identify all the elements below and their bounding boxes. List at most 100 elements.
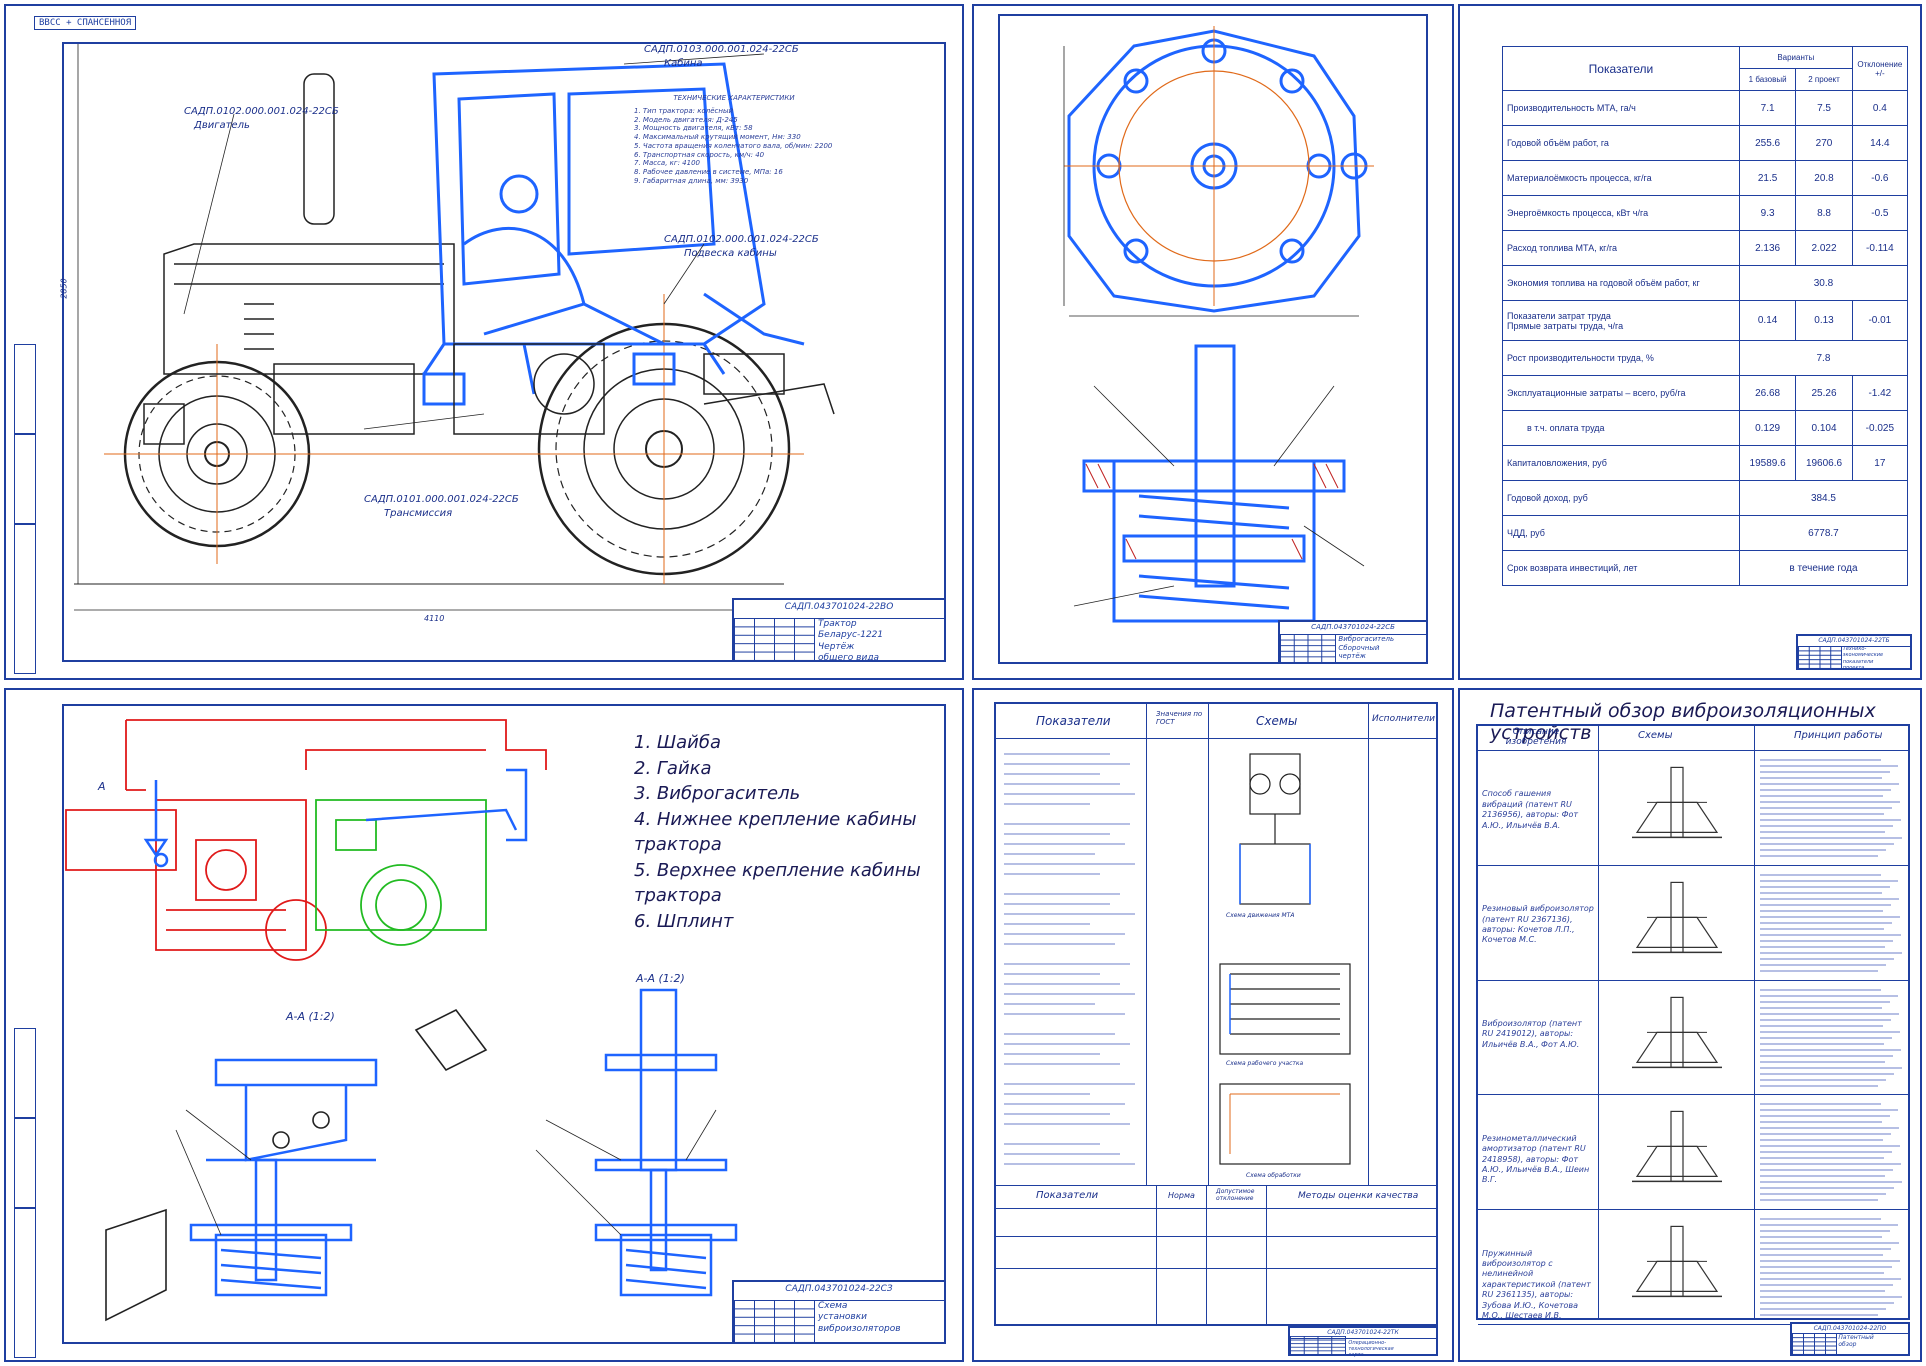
economics-value: -0.6	[1851, 160, 1909, 196]
scheme-caption-2: Схема рабочего участка	[1226, 1060, 1304, 1067]
drawing-frame	[62, 704, 946, 1344]
title-block-code: САДП.043701024-22ПО	[1792, 1324, 1908, 1334]
opmap-bottom-table: Показатели Норма Допустимое отклонение М…	[996, 1185, 1436, 1324]
economics-table: Показатели Варианты Отклонение +/- 1 баз…	[1502, 46, 1909, 586]
callout-suspension-name: Подвеска кабины	[684, 248, 777, 259]
title-block-grid	[734, 618, 815, 660]
economics-indicator: ЧДД, руб	[1502, 515, 1740, 551]
damper-section-view	[1082, 344, 1346, 623]
opmap-header: Показатели Значения по ГОСТ Схемы Исполн…	[996, 704, 1436, 739]
legend-item: 5. Верхнее крепление кабины трактора	[634, 859, 921, 907]
economics-indicator: Энергоёмкость процесса, кВт ч/га	[1502, 195, 1740, 231]
economics-value: 19606.6	[1795, 445, 1853, 481]
spec-line: 7. Масса, кг: 4100	[634, 159, 700, 168]
top-code: ВВСС + СПАНСЕННОЯ	[34, 16, 137, 30]
legend-item: 3. Виброгаситель	[634, 783, 801, 805]
cabin	[422, 62, 805, 406]
patent-scheme	[1632, 766, 1722, 839]
opmap-col-gost: Значения по ГОСТ	[1156, 710, 1203, 726]
sheet-tractor-general-view: ВВСС + СПАНСЕННОЯ	[4, 4, 964, 680]
title-block-code: САДП.043701024-22ТБ	[1798, 636, 1910, 647]
drawing-frame	[998, 14, 1428, 664]
title-block: САДП.043701024-22СЗ Схема установки вибр…	[732, 1280, 946, 1344]
legend-item: 2. Гайка	[634, 757, 712, 779]
patent-row: Резиновый виброизолятор (патент RU 23671…	[1478, 865, 1908, 981]
patent-review-title: Патентный обзор виброизоляционных устрой…	[1490, 700, 1876, 744]
callout-cab-name: Кабина	[664, 58, 703, 69]
patent-description: Резинометаллический амортизатор (патент …	[1482, 1133, 1590, 1185]
header-variants: Варианты	[1738, 46, 1853, 69]
spec-line: 1. Тип трактора: колёсный	[634, 106, 734, 115]
opmap-bottom-header: Показатели Норма Допустимое отклонение М…	[996, 1186, 1436, 1209]
economics-value: 0.129	[1738, 410, 1797, 446]
economics-indicator: Расход топлива МТА, кг/га	[1502, 230, 1740, 266]
section-label-left: А-А (1:2)	[286, 1010, 335, 1023]
patent-description: Виброизолятор (патент RU 2419012), автор…	[1482, 1018, 1582, 1049]
patent-principle-text	[1760, 989, 1902, 1087]
spec-line: 9. Габаритная длина, мм: 3930	[634, 176, 749, 185]
patent-scheme	[1632, 1225, 1722, 1298]
title-block-title: Трактор Беларус-1221 Чертёж общего вида	[818, 619, 884, 663]
economics-value: 9.3	[1738, 195, 1797, 231]
economics-value: 7.1	[1738, 90, 1797, 126]
economics-value: 26.68	[1738, 375, 1797, 411]
header-deviation: Отклонение +/-	[1851, 46, 1909, 91]
title-block: САДП.043701024-22ТБ Технико-экономически…	[1796, 634, 1912, 671]
patent-description: Резиновый виброизолятор (патент RU 23671…	[1482, 904, 1594, 945]
opmap-frame: Показатели Значения по ГОСТ Схемы Исполн…	[994, 702, 1438, 1326]
bottom-col-tolerance: Допустимое отклонение	[1216, 1188, 1255, 1202]
specs-title: ТЕХНИЧЕСКИЕ ХАРАКТЕРИСТИКИ	[673, 94, 795, 102]
tractor-drawing	[74, 44, 835, 611]
bottom-col-norm: Норма	[1168, 1191, 1195, 1200]
opmap-schemes	[1219, 753, 1351, 1165]
header-indicator: Показатели	[1502, 46, 1740, 91]
economics-value: -0.01	[1851, 300, 1909, 341]
economics-value: -0.5	[1851, 195, 1909, 231]
economics-value: 2.136	[1738, 230, 1797, 266]
patent-principle-text	[1760, 1218, 1902, 1316]
patent-scheme	[1632, 996, 1722, 1068]
economics-value: 17	[1851, 445, 1909, 481]
economics-indicator: Эксплуатационные затраты – всего, руб/га	[1502, 375, 1740, 411]
damper-top-view	[1067, 29, 1368, 313]
title-block: САДП.043701024-22ТК Операционно-технолог…	[1288, 1326, 1438, 1358]
sheet-economics-table: Показатели Варианты Отклонение +/- 1 баз…	[1458, 4, 1922, 680]
economics-row: Показатели затрат труда Прямые затраты т…	[1502, 300, 1909, 341]
title-block-title: Виброгаситель Сборочный чертёж	[1338, 634, 1395, 661]
economics-indicator: Материалоёмкость процесса, кг/га	[1502, 160, 1740, 196]
opmap-col-divider-3	[1368, 704, 1369, 1186]
opmap-bottom-row-2	[996, 1268, 1436, 1269]
title-block-grid	[1280, 634, 1337, 662]
economics-value: 21.5	[1738, 160, 1797, 196]
dim-length: 4110	[424, 614, 445, 623]
economics-indicator: Капиталовложения, руб	[1502, 445, 1740, 481]
title-block-code: САДП.043701024-22ТК	[1290, 1328, 1436, 1340]
economics-indicator: Рост производительности труда, %	[1502, 340, 1740, 376]
gearbox-green	[315, 799, 487, 946]
economics-value: 6778.7	[1738, 515, 1909, 551]
patent-row: Пружинный виброизолятор с нелинейной хар…	[1478, 1209, 1908, 1325]
economics-value: 7.8	[1738, 340, 1909, 376]
transmission	[453, 343, 835, 435]
economics-value: 0.13	[1795, 300, 1853, 341]
economics-row: Экономия топлива на годовой объём работ,…	[1502, 265, 1909, 301]
section-right	[594, 988, 738, 1297]
patent-scheme	[1632, 1111, 1722, 1183]
economics-value: 7.5	[1795, 90, 1853, 126]
patent-row: Способ гашения вибраций (патент RU 21369…	[1478, 750, 1908, 866]
callout-transmission-code: САДП.0101.000.001.024-22СБ	[364, 494, 519, 505]
section-left	[189, 1058, 378, 1297]
title-block-code: САДП.043701024-22ВО	[734, 600, 944, 619]
economics-value: 384.5	[1738, 480, 1909, 516]
economics-indicator: Годовой объём работ, га	[1502, 125, 1740, 161]
callout-suspension-code: САДП.0102.000.001.024-22СБ	[664, 234, 819, 245]
economics-value: -0.025	[1851, 410, 1909, 446]
opmap-bottom-row-1	[996, 1236, 1436, 1237]
title-block: САДП.043701024-22ПО Патентный обзор	[1790, 1322, 1910, 1356]
